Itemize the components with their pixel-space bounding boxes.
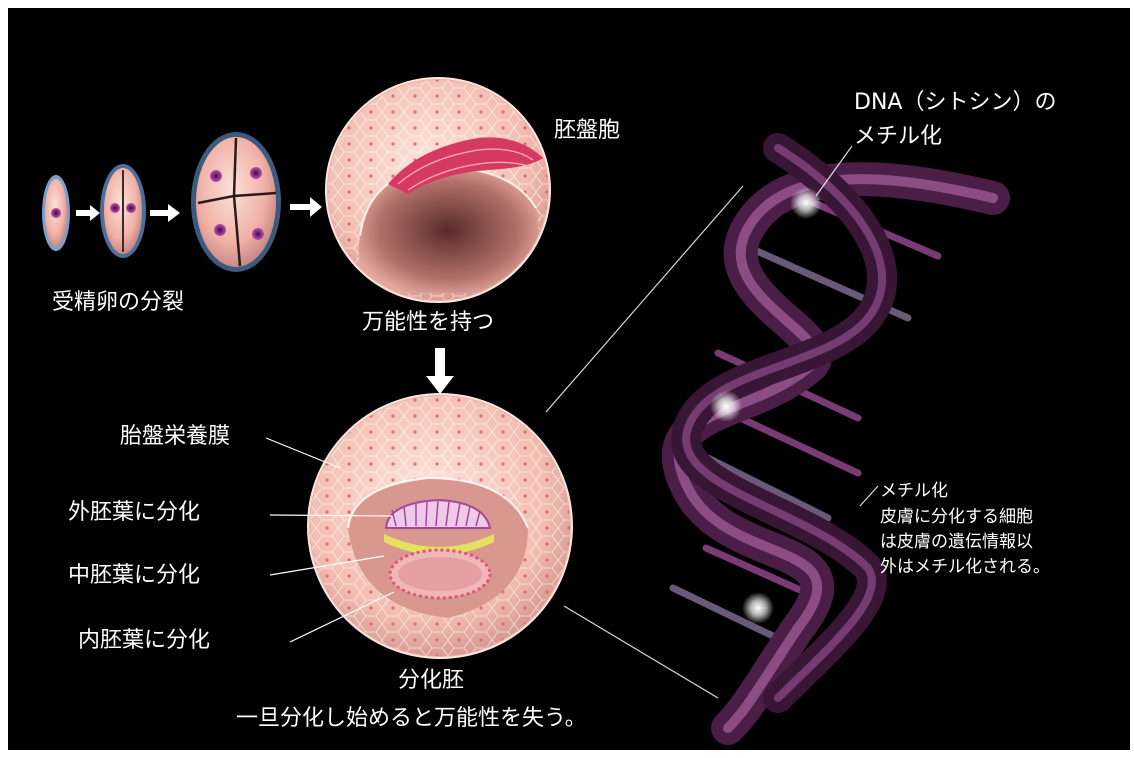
methylation-note-line2: は皮膚の遺伝情報以 xyxy=(880,531,1033,553)
dna-double-helix xyxy=(673,148,993,728)
differentiated-embryo-illustration xyxy=(308,394,572,658)
label-endoderm: 内胚葉に分化 xyxy=(78,628,210,653)
blastocyst-illustration xyxy=(326,78,550,302)
methyl-glow-2 xyxy=(710,390,742,422)
caption: 一旦分化し始めると万能性を失う。 xyxy=(236,706,587,731)
label-dna-methylation-2: メチル化 xyxy=(854,124,942,149)
division-arrow-1 xyxy=(76,205,100,221)
methyl-glow-3 xyxy=(742,592,774,624)
label-trophoblast: 胎盤栄養膜 xyxy=(120,424,230,449)
label-mesoderm: 中胚葉に分化 xyxy=(68,563,200,588)
methyl-glow-1 xyxy=(790,187,822,219)
label-differentiated-embryo: 分化胚 xyxy=(398,668,464,693)
label-blastocyst: 胚盤胞 xyxy=(554,118,620,143)
label-dna-methylation-1: DNA（シトシン）の xyxy=(854,90,1056,115)
methylation-note-line1: 皮膚に分化する細胞 xyxy=(880,506,1033,528)
label-totipotent: 万能性を持つ xyxy=(362,310,494,335)
label-zygote-division: 受精卵の分裂 xyxy=(52,290,184,315)
label-ectoderm: 外胚葉に分化 xyxy=(68,500,200,525)
division-arrow-2 xyxy=(150,204,180,222)
zygote-division-sequence xyxy=(42,132,322,272)
division-arrow-3 xyxy=(290,197,322,217)
methylation-note-line3: 外はメチル化される。 xyxy=(880,556,1050,578)
diagram-canvas: 受精卵の分裂 胚盤胞 万能性を持つ DNA（シトシン）の メチル化 胎盤栄養膜 … xyxy=(8,8,1130,750)
down-arrow xyxy=(426,348,454,394)
methylation-note-title: メチル化 xyxy=(880,480,948,502)
